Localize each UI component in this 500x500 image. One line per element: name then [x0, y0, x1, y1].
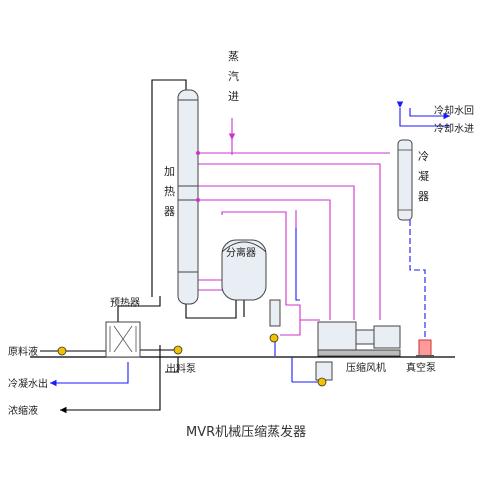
condenser-label-2: 凝: [418, 169, 429, 183]
preheater-unit: [105, 321, 141, 358]
water-pipes: [50, 101, 450, 387]
feed-pump: [57, 346, 67, 356]
vacuum-pump-label: 真空泵: [406, 361, 436, 374]
discharge-pump: [173, 345, 183, 355]
condenser-label-1: 冷: [418, 150, 429, 163]
raw-liquid-label: 原料液: [8, 345, 38, 358]
heater-label-1: 加: [164, 165, 175, 178]
diagram-caption: MVR机械压缩蒸发器: [186, 424, 306, 440]
product-pipes: [40, 79, 245, 414]
discharge-pump-label: 出料泵: [166, 362, 196, 375]
vacuum-pump: [416, 339, 434, 358]
separator-label: 分离器: [226, 246, 256, 259]
condenser-unit: [397, 139, 413, 221]
heater-column: [177, 89, 200, 305]
condensate-pump: [317, 377, 327, 387]
steam-in-label-1: 蒸: [228, 50, 239, 63]
cooling-water-return-label: 冷却水回: [434, 104, 474, 117]
condenser-label-3: 器: [418, 190, 429, 203]
compressor-fan-label: 压缩风机: [346, 361, 386, 374]
concentrate-label: 浓缩液: [8, 404, 38, 417]
compressor-fan: [317, 321, 401, 357]
heater-label-3: 器: [164, 205, 175, 218]
pump-markers: [57, 333, 327, 387]
separator-vessel: [221, 239, 267, 301]
pump-motor: [315, 361, 333, 381]
labels: 蒸 汽 进 加 热 器 冷 凝 器 冷却水回 冷却水进 分离器 预热器 原料液 …: [8, 50, 474, 440]
heater-label-2: 热: [164, 185, 175, 198]
steam-in-label-3: 进: [228, 90, 239, 103]
condensate-out-label: 冷凝水出: [8, 377, 48, 390]
filter-unit: [269, 299, 281, 327]
preheater-label: 预热器: [110, 296, 140, 309]
steam-pipes: [198, 118, 390, 336]
steam-in-label-2: 汽: [228, 69, 239, 83]
separator-pump: [269, 333, 279, 343]
cooling-water-in-label: 冷却水进: [434, 122, 474, 135]
